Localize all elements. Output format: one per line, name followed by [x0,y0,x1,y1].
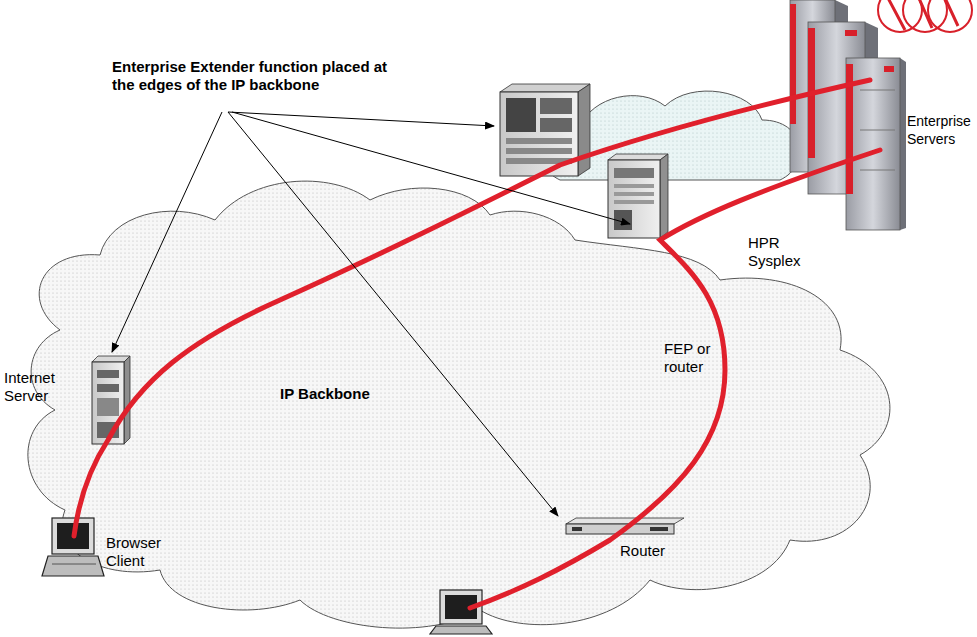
mainframe-icon [790,0,906,230]
device-label: Router [620,542,665,560]
icon-part [92,362,124,444]
icon-part [97,370,119,378]
icon-part [42,556,104,576]
icon-part [540,98,572,114]
device-label: Browser Client [106,534,168,570]
icon-part [540,118,572,132]
icon-part [506,98,536,132]
icon-part [650,527,668,531]
device-label: FEP or router [664,340,718,376]
icon-part [74,80,870,536]
icon-part [928,0,972,32]
hpr-connection [74,80,880,608]
icon-part [232,112,630,224]
server-icon [500,84,590,176]
device-label: Enterprise Servers [907,112,973,148]
icon-part [845,30,857,36]
icon-part [228,112,558,516]
fep-icon [608,154,668,238]
icon-part [92,356,130,362]
icon-part [860,130,895,131]
icon-part [430,626,492,634]
icon-part [97,384,119,392]
icon-part [124,356,130,444]
icon-part [500,84,590,92]
icon-part [506,148,572,154]
icon-part [614,200,654,204]
ip-backbone-cloud [28,181,890,628]
icon-part [97,398,119,416]
icon-part [112,112,222,352]
icon-part [614,184,654,188]
icon-part [878,0,922,32]
icon-part [228,112,494,126]
icon-part [608,154,668,160]
icon-part [470,150,880,608]
icon-part [608,160,660,238]
icon-part [884,66,894,72]
icon-part [660,154,668,238]
icon-part [888,0,958,30]
icon-part [506,138,572,144]
device-label: HPR Sysplex [748,234,810,270]
icon-part [860,90,895,91]
icon-part [52,564,96,565]
leader-line [112,112,630,516]
icon-part [578,84,590,176]
icon-part [790,4,796,124]
icon-part [900,58,906,230]
device-label: Internet Server [4,369,70,405]
callout-text: Enterprise Extender function placed at t… [112,58,404,94]
icon-part [572,527,582,531]
icon-part [860,170,895,171]
icon-part [614,168,654,178]
region-label: IP Backbone [280,385,370,403]
logo [878,0,972,32]
icon-part [903,0,947,32]
laptop-icon [430,590,492,634]
icon-part [566,518,684,524]
icon-part [614,192,654,196]
